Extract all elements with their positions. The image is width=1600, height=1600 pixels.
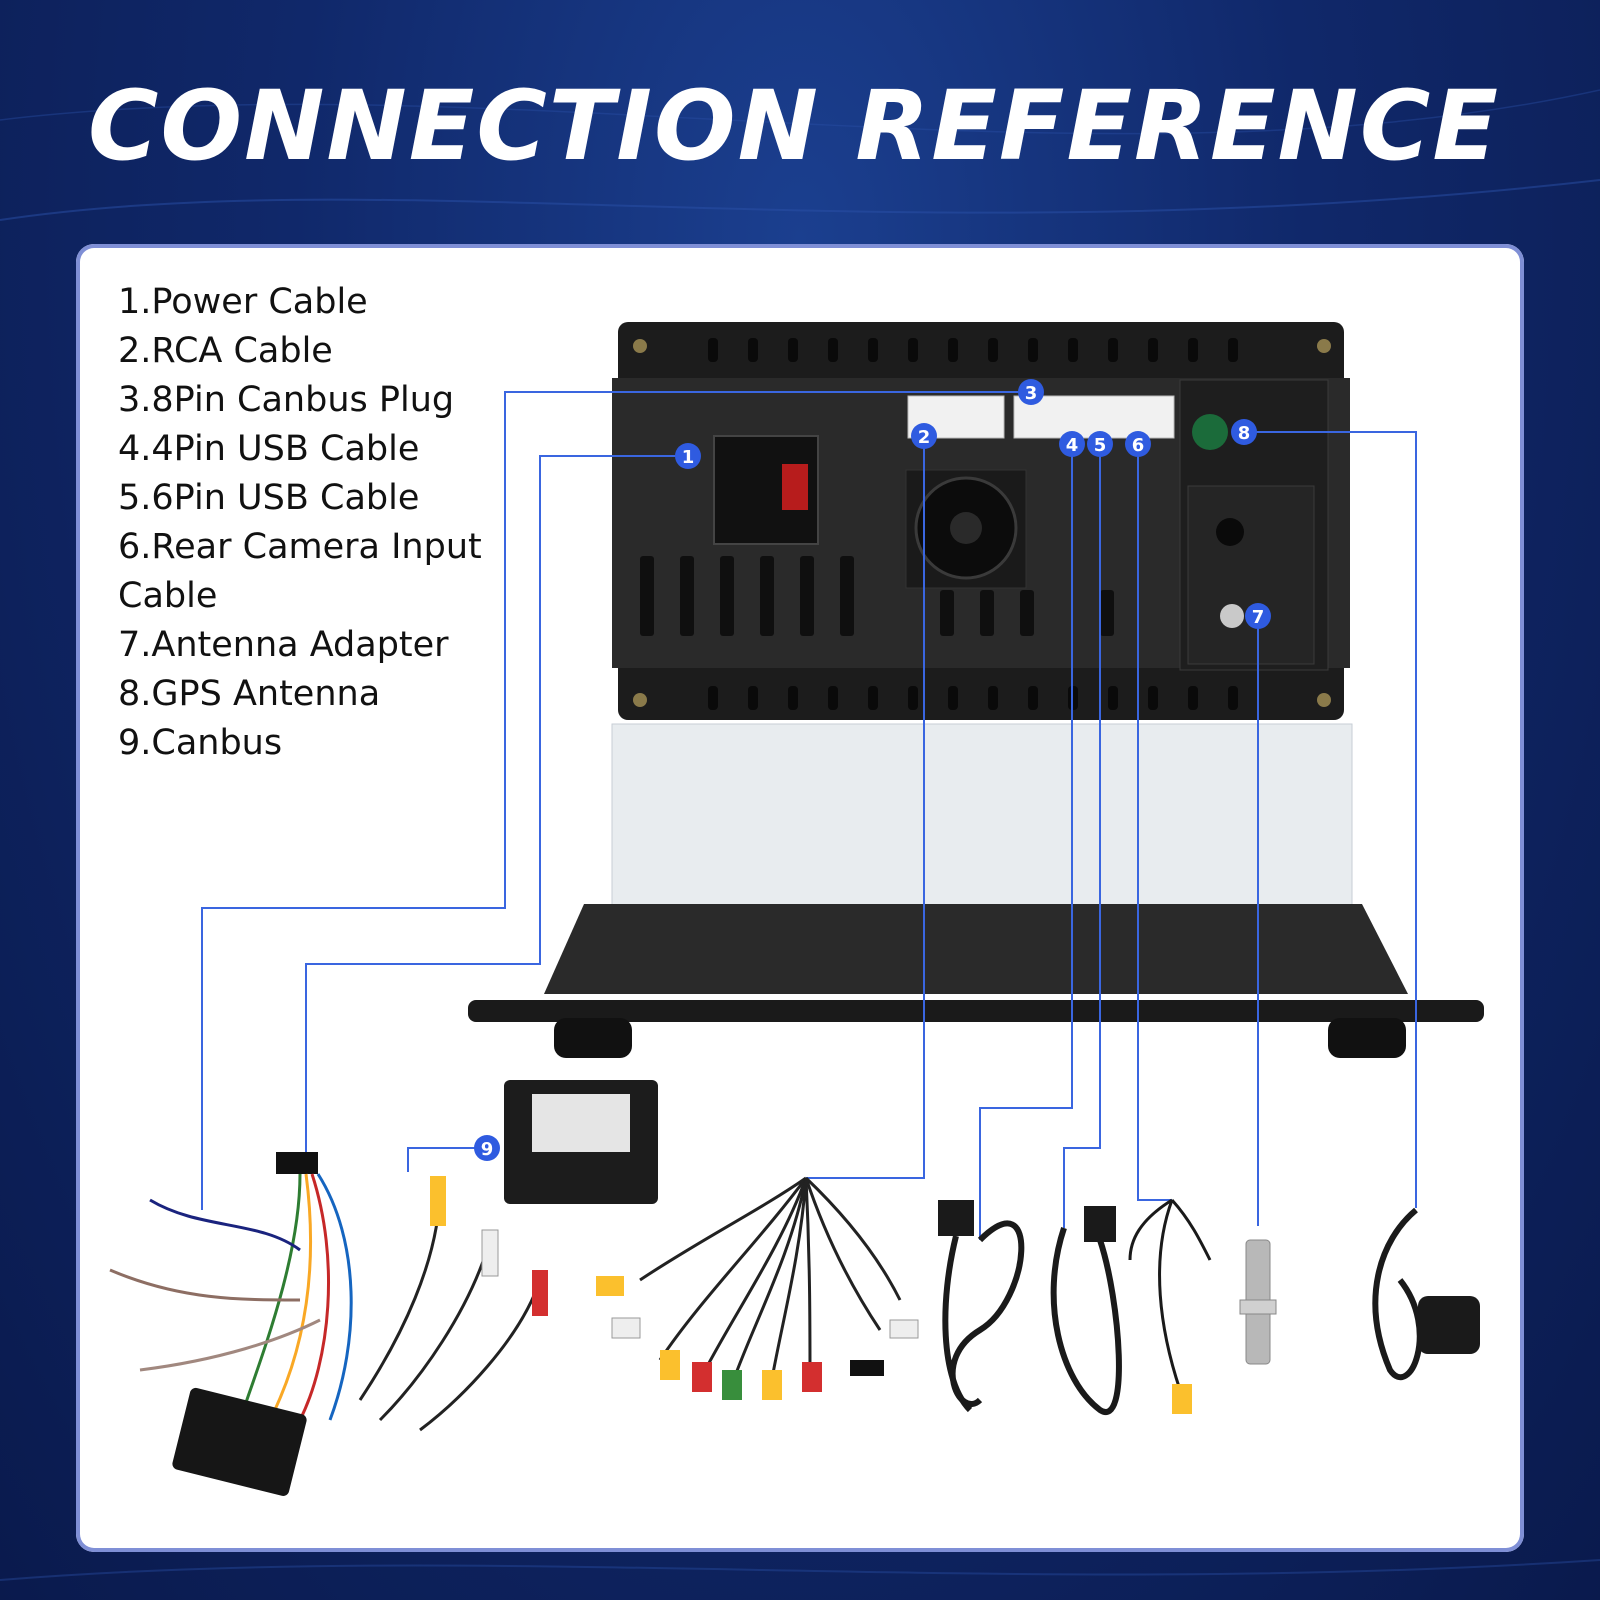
callout-8: 8 [1231, 419, 1257, 445]
svg-text:7: 7 [1252, 607, 1265, 628]
rear-camera-cable [1128, 1198, 1212, 1414]
callout-6: 6 [1125, 431, 1151, 457]
legend-item-rca-cable: 2.RCA Cable [118, 331, 333, 371]
svg-text:3: 3 [1025, 383, 1038, 404]
canbus-box [504, 1080, 658, 1204]
legend-item-canbus: 9.Canbus [118, 723, 283, 763]
callout-2: 2 [911, 423, 937, 449]
callout-9: 9 [474, 1135, 500, 1161]
legend-item-4pin-usb: 4.4Pin USB Cable [118, 429, 420, 469]
callout-badges: 1 2 3 4 5 6 7 8 9 [474, 379, 1271, 1161]
leader-lines [201, 391, 1417, 1240]
legend-item-rear-camera: 6.Rear Camera Input Cable [118, 527, 482, 616]
antenna-adapter [1239, 1239, 1277, 1365]
svg-text:2: 2 [918, 427, 931, 448]
usb-4pin-cable [938, 1200, 1025, 1413]
legend-item-canbus-plug: 3.8Pin Canbus Plug [118, 380, 455, 420]
svg-text:6: 6 [1132, 435, 1145, 456]
page-title: CONNECTION REFERENCE [88, 70, 1500, 182]
svg-text:1: 1 [682, 447, 695, 468]
legend-item-gps-antenna: 8.GPS Antenna [118, 674, 381, 714]
callout-1: 1 [675, 443, 701, 469]
power-harness [109, 1152, 548, 1496]
callout-5: 5 [1087, 431, 1113, 457]
gps-port [1192, 414, 1228, 450]
usb-connectors [1013, 395, 1175, 439]
rca-harness [596, 1176, 919, 1400]
callout-4: 4 [1059, 431, 1085, 457]
gps-antenna [1372, 1207, 1480, 1381]
legend-item-power-cable: 1.Power Cable [118, 282, 368, 322]
svg-text:5: 5 [1094, 435, 1107, 456]
usb-6pin-cable [1050, 1206, 1122, 1415]
svg-text:9: 9 [481, 1139, 494, 1160]
legend-item-6pin-usb: 5.6Pin USB Cable [118, 478, 420, 518]
callout-7: 7 [1245, 603, 1271, 629]
svg-text:8: 8 [1238, 423, 1251, 444]
connection-legend: 1.Power Cable 2.RCA Cable 3.8Pin Canbus … [118, 278, 498, 768]
head-unit-rear [612, 322, 1350, 720]
antenna-port [1220, 604, 1244, 628]
callout-3: 3 [1018, 379, 1044, 405]
svg-text:4: 4 [1066, 435, 1079, 456]
mounting-chassis [468, 723, 1484, 1058]
legend-item-antenna-adapter: 7.Antenna Adapter [118, 625, 449, 665]
